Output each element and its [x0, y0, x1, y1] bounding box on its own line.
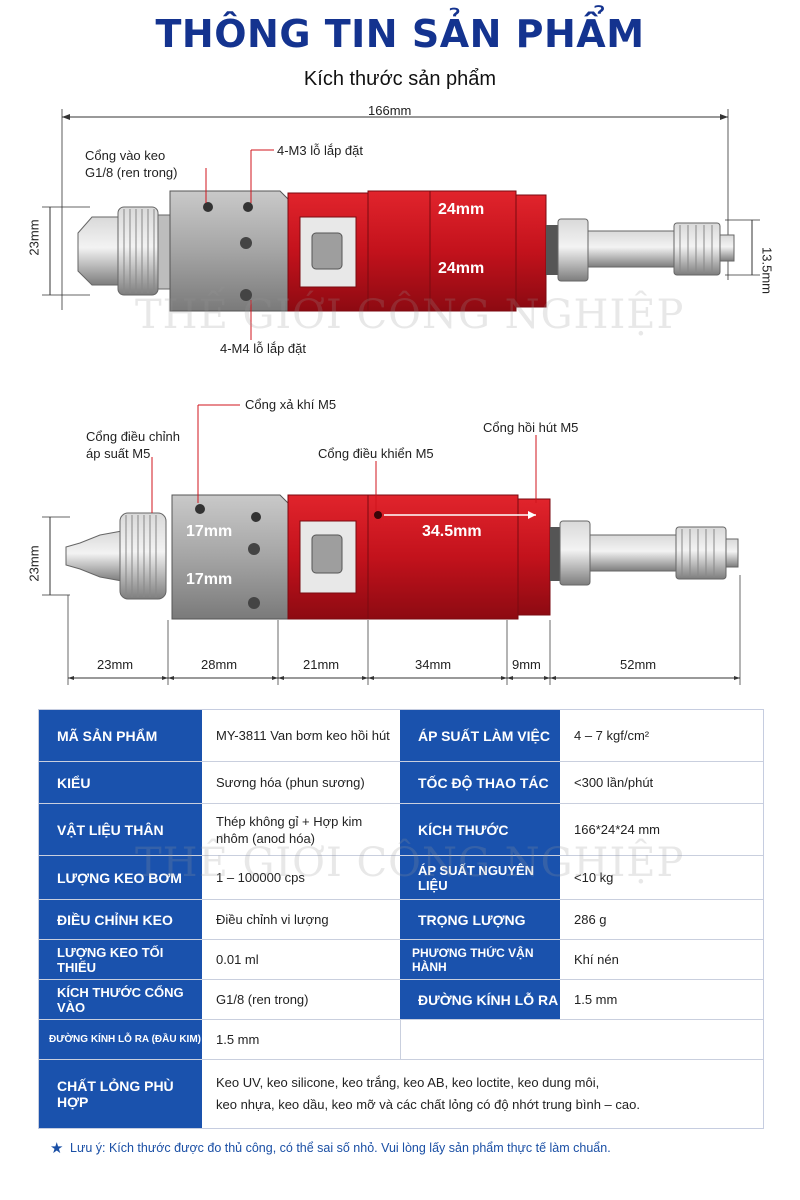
- segment-label: 9mm: [512, 657, 541, 672]
- spec-value: 0.01 ml: [216, 952, 259, 967]
- spec-value: 166*24*24 mm: [574, 822, 660, 837]
- width-side-label: 24mm: [438, 260, 485, 277]
- height-right-label: 13.5mm: [759, 247, 775, 294]
- table-row: LƯỢNG KEO BƠM 1 – 100000 cps ÁP SUẤT NGU…: [39, 856, 763, 900]
- table-row: VẬT LIỆU THÂN Thép không gỉ + Hợp kim nh…: [39, 804, 763, 856]
- spec-value: <300 lần/phút: [574, 775, 654, 790]
- pressure-port-label: Cổng điều chỉnh áp suất M5: [86, 429, 180, 461]
- watermark: THẾ GIỚI CÔNG NGHIỆP: [135, 840, 685, 886]
- spec-value: G1/8 (ren trong): [216, 992, 309, 1007]
- table-row: KIỂU Sương hóa (phun sương) TỐC ĐỘ THAO …: [39, 762, 763, 804]
- spec-key: ÁP SUẤT NGUYÊN LIỆU: [400, 856, 560, 899]
- height-left-label: 23mm: [26, 219, 42, 256]
- spec-value: 1 – 100000 cps: [216, 870, 305, 885]
- spec-key: MÃ SẢN PHẨM: [39, 710, 202, 761]
- spec-value: 1.5 mm: [216, 1032, 260, 1047]
- star-icon: ★: [50, 1140, 64, 1157]
- page-subtitle: Kích thước sản phẩm: [303, 68, 497, 90]
- table-row: CHẤT LỎNG PHÙ HỢP Keo UV, keo silicone, …: [39, 1060, 763, 1128]
- spec-value: <10 kg: [574, 870, 614, 885]
- spec-key: ĐƯỜNG KÍNH LỖ RA (ĐẦU KIM): [39, 1020, 202, 1059]
- valve-side-view-diagram: [42, 404, 741, 685]
- spec-key: VẬT LIỆU THÂN: [39, 804, 202, 855]
- body-34-5-label: 34.5mm: [422, 523, 482, 540]
- page-title: THÔNG TIN SẢN PHẨM: [155, 12, 645, 56]
- spec-value: 1.5 mm: [574, 992, 618, 1007]
- segment-label: 21mm: [303, 657, 340, 672]
- segment-label: 23mm: [97, 657, 134, 672]
- spec-key: ÁP SUẤT LÀM VIỆC: [400, 710, 560, 761]
- exhaust-port-label: Cổng xả khí M5: [245, 397, 337, 412]
- m3-holes-label: 4-M3 lỗ lắp đặt: [277, 143, 363, 158]
- m4-holes-label: 4-M4 lỗ lắp đặt: [220, 341, 306, 356]
- spec-value: 286 g: [574, 912, 607, 927]
- footnote: Lưu ý: Kích thước được đo thủ công, có t…: [70, 1141, 611, 1155]
- spec-value: Keo UV, keo silicone, keo trắng, keo AB,…: [216, 1075, 640, 1112]
- spec-value: 4 – 7 kgf/cm²: [574, 728, 650, 743]
- spec-key: LƯỢNG KEO TỐI THIỂU: [39, 940, 202, 979]
- spec-key: ĐIỀU CHỈNH KEO: [39, 900, 202, 939]
- spec-key: ĐƯỜNG KÍNH LỖ RA: [400, 980, 560, 1019]
- segment-label: 34mm: [415, 657, 452, 672]
- table-row: LƯỢNG KEO TỐI THIỂU 0.01 ml PHƯƠNG THỨC …: [39, 940, 763, 980]
- spec-key: KIỂU: [39, 762, 202, 803]
- width-top-label: 24mm: [438, 201, 485, 218]
- total-length-label: 166mm: [368, 103, 412, 118]
- spec-key: LƯỢNG KEO BƠM: [39, 856, 202, 899]
- spec-value: Điều chỉnh vi lượng: [216, 912, 329, 927]
- segment-label: 28mm: [201, 657, 238, 672]
- height-left-label-2: 23mm: [26, 545, 42, 582]
- control-port-label: Cổng điều khiển M5: [318, 446, 434, 461]
- table-row: ĐƯỜNG KÍNH LỖ RA (ĐẦU KIM) 1.5 mm: [39, 1020, 763, 1060]
- spec-key: PHƯƠNG THỨC VẬN HÀNH: [400, 940, 560, 979]
- spec-key: KÍCH THƯỚC: [400, 804, 560, 855]
- table-row: ĐIỀU CHỈNH KEO Điều chỉnh vi lượng TRỌNG…: [39, 900, 763, 940]
- spec-key: CHẤT LỎNG PHÙ HỢP: [39, 1060, 202, 1128]
- spec-value: Thép không gỉ + Hợp kim nhôm (anod hóa): [216, 813, 363, 846]
- spec-value: MY-3811 Van bơm keo hồi hút: [216, 728, 390, 743]
- table-row: MÃ SẢN PHẨM MY-3811 Van bơm keo hồi hút …: [39, 710, 763, 762]
- suction-port-label: Cổng hồi hút M5: [483, 420, 579, 435]
- table-row: KÍCH THƯỚC CỔNG VÀO G1/8 (ren trong) ĐƯỜ…: [39, 980, 763, 1020]
- spec-value: Khí nén: [574, 952, 619, 967]
- segment-label: 52mm: [620, 657, 657, 672]
- spec-table: MÃ SẢN PHẨM MY-3811 Van bơm keo hồi hút …: [38, 709, 764, 1129]
- watermark: THẾ GIỚI CÔNG NGHIỆP: [135, 292, 685, 338]
- valve-top-view-diagram: [42, 109, 760, 340]
- spec-key: KÍCH THƯỚC CỔNG VÀO: [39, 980, 202, 1019]
- glue-inlet-label: Cổng vào keo G1/8 (ren trong): [85, 148, 178, 180]
- body-17-side-label: 17mm: [186, 571, 233, 588]
- body-17-top-label: 17mm: [186, 523, 233, 540]
- spec-value: Sương hóa (phun sương): [216, 775, 365, 790]
- spec-key: TRỌNG LƯỢNG: [400, 900, 560, 939]
- spec-key: TỐC ĐỘ THAO TÁC: [400, 762, 560, 803]
- empty-cell: [400, 1020, 401, 1059]
